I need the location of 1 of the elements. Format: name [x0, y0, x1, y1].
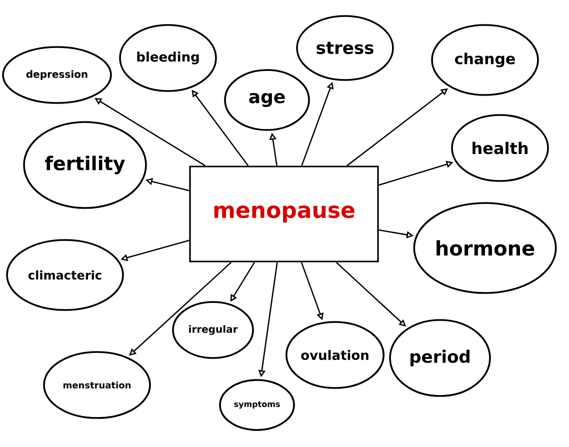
topic-box: menopause	[189, 166, 379, 262]
